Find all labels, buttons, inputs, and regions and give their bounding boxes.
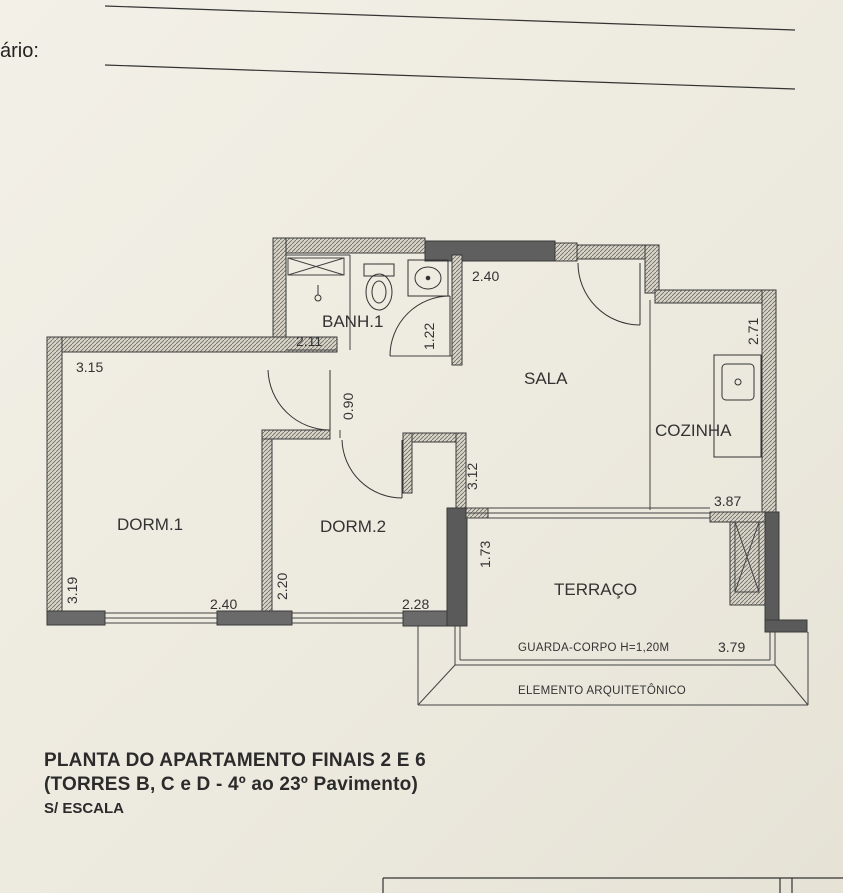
dim-bedroom2-width: 2.28 (402, 596, 429, 612)
wall-top-solid (424, 240, 556, 262)
dim-terrace-width: 3.79 (718, 639, 745, 655)
room-label-living: SALA (524, 369, 568, 388)
dim-kitchen-height: 2.71 (745, 318, 761, 345)
room-label-bath: BANH.1 (322, 312, 383, 331)
toilet-bowl-icon (365, 273, 393, 311)
note-guard-rail: GUARDA-CORPO H=1,20M (518, 642, 669, 654)
dim-kitchen-width: 3.87 (714, 493, 741, 509)
dim-bedroom1-bottom: 2.40 (210, 596, 237, 612)
dim-terrace-height: 1.73 (477, 541, 493, 568)
signature-line-top (104, 5, 796, 31)
entrance-door-swing (577, 262, 641, 326)
dim-living-top: 2.40 (472, 268, 499, 284)
wall-top-hatch (554, 242, 578, 262)
wall-kitchen-right (761, 289, 777, 513)
bath-sink-icon (407, 259, 449, 297)
plan-scale-note: S/ ESCALA (44, 800, 125, 817)
wall-dorm2-top-left (261, 429, 331, 440)
interior-lines (286, 254, 809, 706)
dorm1-door-swing (267, 369, 331, 431)
title-block-frame (382, 877, 843, 893)
dim-bath-height: 1.22 (421, 323, 437, 350)
signature-line-owner (104, 64, 796, 90)
wall-dorm1-left (46, 336, 63, 618)
doors (267, 262, 641, 499)
wall-bottom-mid (216, 610, 293, 626)
dim-hall-width: 0.90 (340, 393, 356, 420)
dim-bedroom2-height: 2.20 (274, 573, 290, 600)
room-label-bedroom-1: DORM.1 (117, 515, 183, 534)
kitchen-sink-icon (713, 354, 762, 458)
plan-subtitle: (TORRES B, C e D - 4º ao 23º Pavimento) (44, 774, 418, 795)
room-label-bedroom-2: DORM.2 (320, 517, 386, 536)
wall-terrace-right-foot (764, 619, 808, 633)
dim-living-height: 3.12 (464, 463, 480, 490)
toilet-tank-icon (363, 263, 395, 277)
fixtures (314, 259, 762, 458)
bath-door-swing (389, 295, 451, 357)
wall-terrace-right-solid (764, 511, 780, 633)
windows (105, 507, 710, 624)
wall-terrace-beam-right (709, 511, 766, 523)
wall-terrace-left (446, 507, 468, 627)
wall-sala-right-upper (644, 244, 660, 294)
wall-dorm2-left (261, 429, 273, 616)
walls (46, 237, 808, 633)
owner-field-label: ário: (0, 40, 39, 62)
wall-bath-right (451, 254, 463, 366)
note-architectural-element: ELEMENTO ARQUITETÔNICO (518, 684, 686, 697)
dim-bath-width: 2.11 (296, 333, 322, 349)
plan-title: PLANTA DO APARTAMENTO FINAIS 2 E 6 (44, 750, 426, 771)
wall-bottom-left (46, 610, 106, 626)
room-label-kitchen: COZINHA (655, 421, 732, 440)
room-label-terrace: TERRAÇO (554, 580, 637, 599)
wall-dorm2-top-stub (402, 432, 413, 494)
shower-icon (314, 294, 322, 302)
wall-kitchen-top (654, 289, 776, 304)
wall-bath-left (272, 237, 287, 351)
dim-bedroom1-width: 3.15 (76, 359, 103, 375)
dim-bedroom1-height: 3.19 (64, 577, 80, 604)
dorm2-door-swing (341, 439, 403, 499)
wall-bath-top (272, 237, 426, 254)
